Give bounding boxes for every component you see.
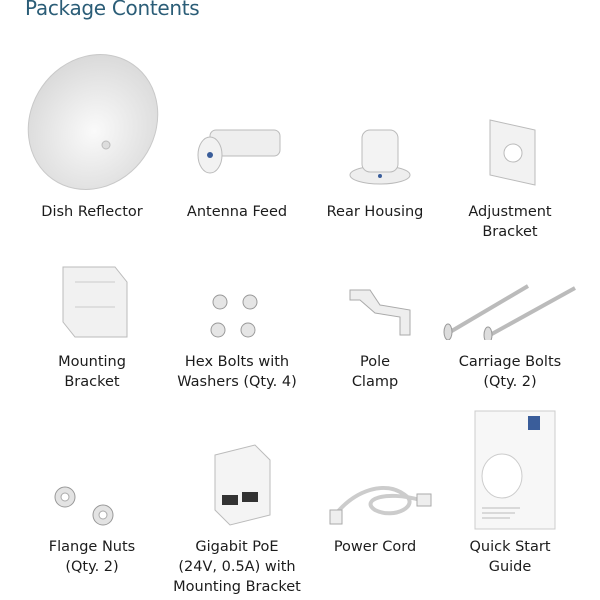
- item-label-rear-housing: Rear Housing: [295, 202, 455, 222]
- label-line: (24V, 0.5A) with: [178, 559, 296, 575]
- label-line: Gigabit PoE: [195, 539, 279, 555]
- flange-nuts-image: [54, 486, 114, 526]
- item-label-flange-nuts: Flange Nuts (Qty. 2): [12, 537, 172, 577]
- label-line: (Qty. 2): [483, 374, 537, 390]
- item-label-dish-reflector: Dish Reflector: [12, 202, 172, 222]
- label-line: Mounting: [58, 354, 126, 370]
- adjustment-bracket-image: [489, 119, 536, 186]
- mounting-bracket-image: [62, 266, 128, 338]
- label-line: Quick Start: [469, 539, 551, 555]
- label-line: Mounting Bracket: [173, 579, 301, 595]
- label-line: Bracket: [482, 224, 538, 240]
- label-line: Rear Housing: [326, 204, 424, 220]
- label-line: Carriage Bolts: [458, 354, 562, 370]
- item-label-antenna-feed: Antenna Feed: [157, 202, 317, 222]
- label-line: Adjustment: [468, 204, 552, 220]
- label-line: Hex Bolts with: [184, 354, 290, 370]
- label-line: Guide: [488, 559, 532, 575]
- label-line: Pole: [359, 354, 391, 370]
- item-label-carriage-bolts: Carriage Bolts (Qty. 2): [430, 352, 590, 392]
- quick-start-guide-image: [474, 410, 556, 530]
- label-line: Washers (Qty. 4): [177, 374, 297, 390]
- hex-bolts-image: [210, 294, 258, 338]
- label-line: Clamp: [351, 374, 399, 390]
- label-line: Dish Reflector: [41, 204, 143, 220]
- gigabit-poe-image: [214, 444, 271, 526]
- carriage-bolts-image: [443, 284, 576, 340]
- label-line: Flange Nuts: [48, 539, 136, 555]
- dish-reflector-image: [27, 54, 159, 190]
- label-line: Antenna Feed: [186, 204, 288, 220]
- label-line: Bracket: [64, 374, 120, 390]
- label-line: (Qty. 2): [65, 559, 119, 575]
- item-label-power-cord: Power Cord: [295, 537, 455, 557]
- power-cord-image: [329, 485, 432, 525]
- rear-housing-image: [349, 129, 411, 185]
- antenna-feed-image: [197, 129, 281, 174]
- page-title: Package Contents: [25, 0, 200, 20]
- label-line: Power Cord: [333, 539, 417, 555]
- pole-clamp-image: [349, 289, 411, 336]
